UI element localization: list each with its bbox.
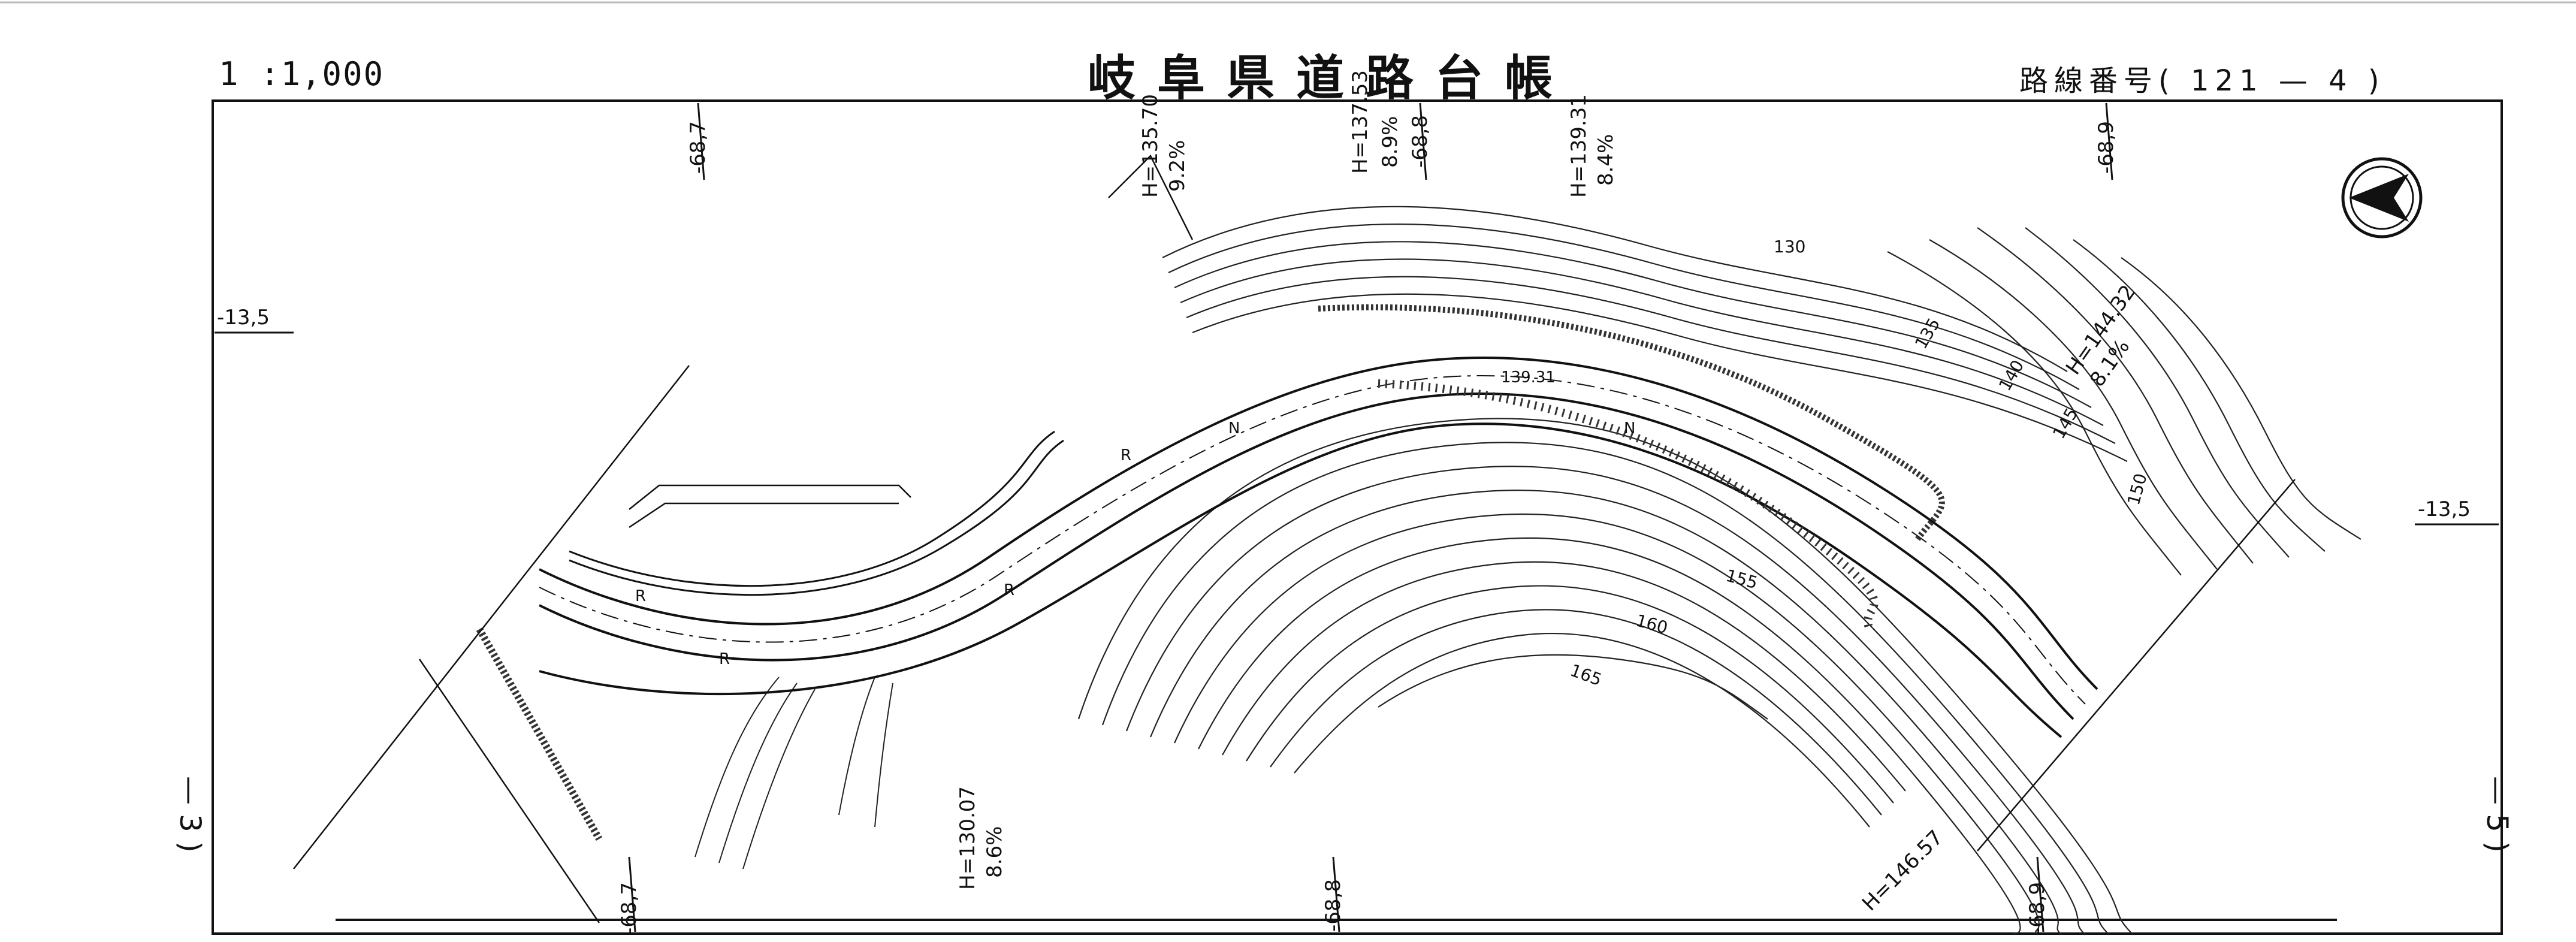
elevation-label: H=139.31 [1567,93,1591,198]
grid-label-right: -13,5 [2418,497,2471,521]
grid-label-bottom-left: -68,7 [617,882,641,935]
road-mark: N [1624,419,1636,437]
contour-lines-lower [1077,418,2134,935]
grid-label-top-mid: -68,8 [1408,115,1432,168]
contour-lines-small [694,677,893,869]
north-arrow-icon [2341,157,2423,238]
grade-label: 9.2% [1165,140,1189,192]
grid-label-left: -13,5 [217,306,270,330]
spot-height-label: 139.31 [1501,369,1556,387]
retaining-wall [476,304,1945,841]
page-title: 岐阜県道路台帳 [1088,50,1574,106]
contour-lines [1162,206,2361,576]
road-mark: R [1121,446,1132,464]
grid-label-top-right: -68,9 [2094,121,2118,174]
road-mark: R [635,587,647,605]
grid-ticks [215,102,2499,932]
grade-label: 8.4% [1594,134,1618,186]
grid-label-top-left: -68,7 [686,121,710,174]
road-mark: N [1228,419,1240,437]
road-mark: R [1004,581,1015,599]
boundary-lines [293,154,2296,923]
grade-label: 8.9% [1378,116,1402,168]
road-mark: R [719,650,730,668]
sheet-ref-right: — 5 ) [2480,776,2514,853]
road-alignment [539,356,2098,738]
grid-label-bottom-mid: -68,8 [1321,879,1345,932]
map-scale: 1 :1,000 [219,55,385,93]
route-number: 路線番号( 121 — 4 ) [2019,64,2385,98]
elevation-label: H=137.53 [1348,70,1372,174]
sheet-ref-left: — 3 ) [173,776,207,853]
grid-label-bottom-right: -68,9 [2025,882,2049,935]
grade-label: 8.6% [983,826,1007,878]
elevation-label: H=135.70 [1138,93,1162,198]
elevation-label: H=130.07 [956,786,980,890]
contour-label: 130 [1774,237,1806,256]
